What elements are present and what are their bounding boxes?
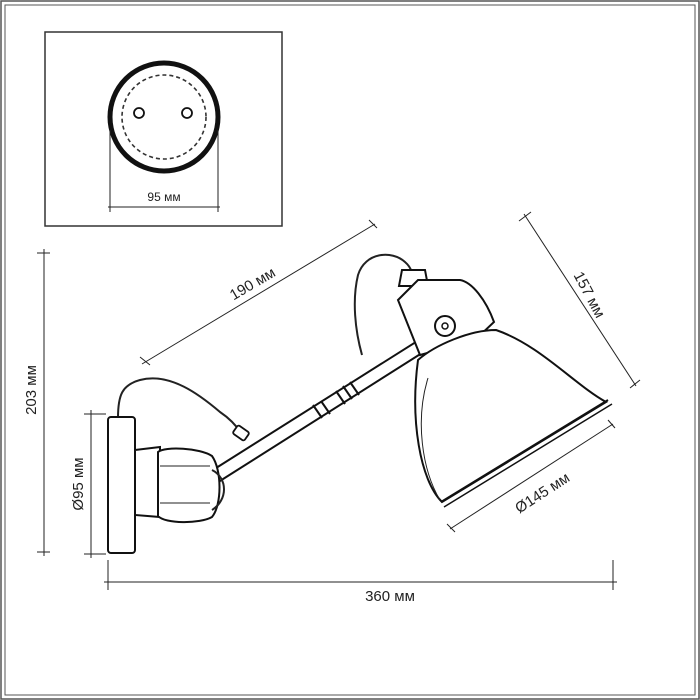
screw-hole-right <box>181 107 193 119</box>
dim-base-diameter: Ø95 мм <box>70 457 87 510</box>
power-cable <box>117 377 243 435</box>
lamp-shade <box>414 328 613 508</box>
mounting-plate-view: 95 мм <box>44 31 283 227</box>
dim-base-diameter-line: Ø95 мм <box>70 410 106 558</box>
dim-total-length-line: 360 мм <box>104 560 617 605</box>
screw-hole-left <box>133 107 145 119</box>
dim-arm-length-line: 190 мм <box>139 219 378 366</box>
dim-total-length: 360 мм <box>365 588 415 605</box>
wall-plate <box>107 416 136 554</box>
lamp-illustration <box>107 253 613 554</box>
cable-clip <box>232 424 250 442</box>
lamp-arm <box>204 322 453 487</box>
dim-base-width: 95 мм <box>147 190 180 204</box>
dim-shade-diameter: Ø145 мм <box>512 469 573 517</box>
base-housing <box>134 445 225 524</box>
dim-total-height: 203 мм <box>23 365 40 415</box>
dim-arm-length: 190 мм <box>227 264 279 304</box>
dim-total-height-line: 203 мм <box>23 249 50 556</box>
